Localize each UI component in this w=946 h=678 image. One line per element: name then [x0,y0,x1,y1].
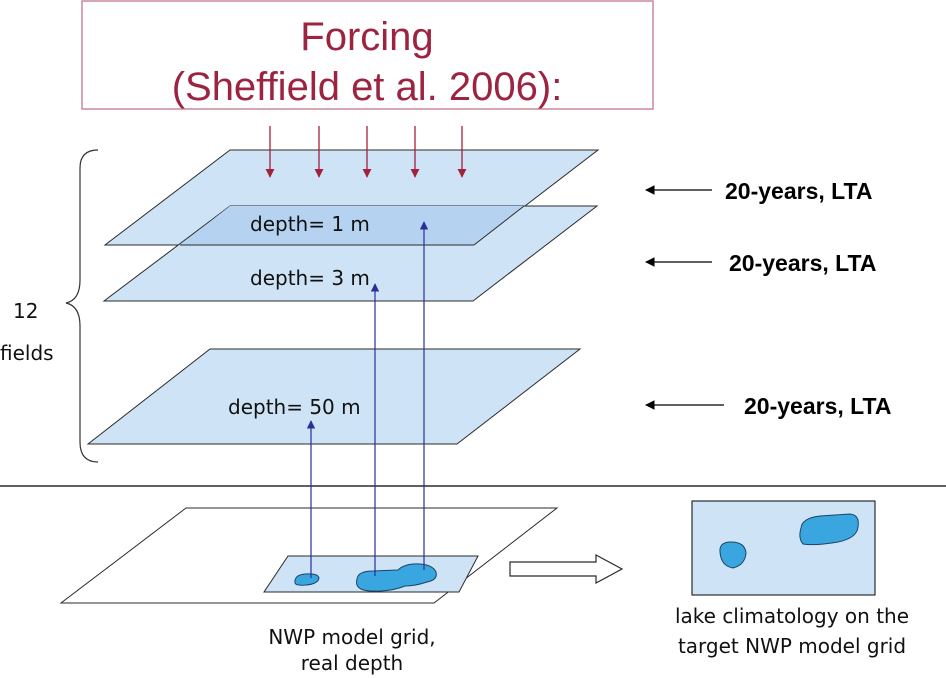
lta-label: 20-years, LTA [744,393,891,419]
fields-word: fields [0,341,54,365]
lta-label: 20-years, LTA [729,250,876,276]
layer-50m-plane [86,348,582,445]
lta-label: 20-years, LTA [725,178,872,204]
target-caption-line1: lake climatology on the [675,604,909,628]
depth-label-3m: depth= 3 m [250,266,370,290]
target-caption-line2: target NWP model grid [678,634,906,658]
small-lake-shape [294,573,320,586]
target-large-lake [799,513,859,546]
lta-annotation-50m: 20-years, LTA [645,393,891,419]
large-lake-shape [356,563,437,592]
layer-1m-right-edge [473,205,525,246]
fields-count: 12 [13,299,38,323]
forcing-title: Forcing [300,15,433,59]
lta-annotation-1m: 20-years, LTA [645,178,872,204]
forcing-citation: (Sheffield et al. 2006): [172,65,563,109]
grid-caption-line2: real depth [301,651,403,675]
transform-arrow [509,553,624,585]
depth-mapping-arrows [306,221,429,578]
forcing-box-frame [81,0,654,110]
target-small-lake [719,541,747,569]
grid-caption-line1: NWP model grid, [268,625,435,649]
forcing-arrows [265,126,467,178]
forcing-box: Forcing (Sheffield et al. 2006): [81,0,654,110]
depth-label-50m: depth= 50 m [228,395,361,419]
left-brace [65,149,99,463]
depth-label-1m: depth= 1 m [250,212,370,236]
lta-annotation-3m: 20-years, LTA [645,250,876,276]
layer-overlap-region [180,206,524,245]
